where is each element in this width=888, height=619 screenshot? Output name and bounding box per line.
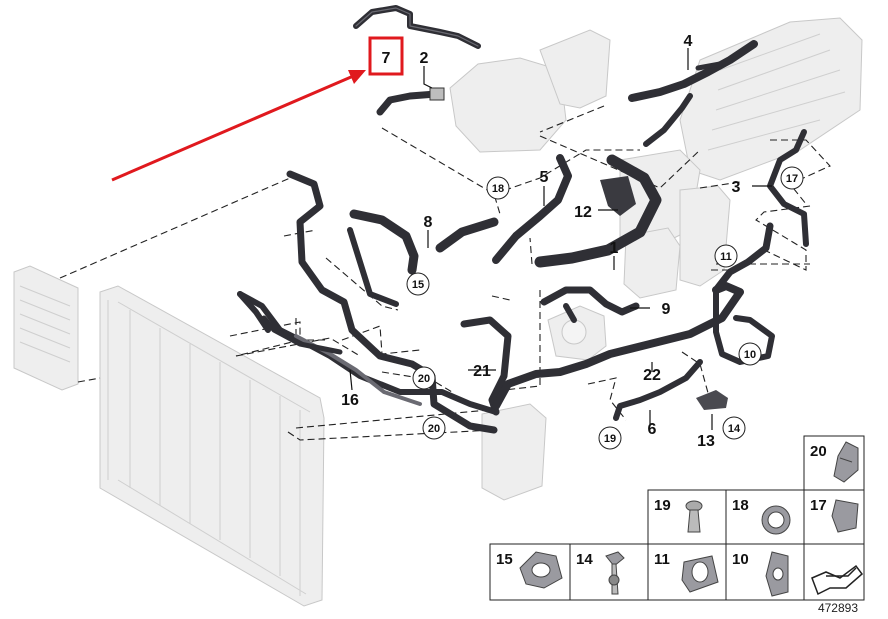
callout-2: 2 [420, 50, 429, 67]
callout-12: 12 [574, 204, 592, 221]
svg-text:10: 10 [744, 349, 756, 361]
hose-21 [460, 316, 512, 416]
callout-1: 1 [610, 240, 619, 257]
svg-text:11: 11 [720, 251, 732, 263]
circled-callout-14: 14 [722, 416, 746, 440]
grid-cell-11: 11 [647, 543, 727, 601]
svg-text:14: 14 [576, 551, 593, 568]
callout-13: 13 [697, 433, 715, 450]
hose-clamp-17-icon [831, 499, 859, 533]
callout-8: 8 [424, 214, 433, 231]
circled-callout-20b: 20 [422, 416, 446, 440]
svg-text:17: 17 [810, 497, 827, 514]
hose-clamp-15-icon [519, 551, 563, 589]
callout-5: 5 [540, 169, 549, 186]
grid-cell-19: 19 [647, 489, 727, 545]
circled-callout-17: 17 [780, 166, 804, 190]
callout-labels: 7 2 4 3 5 12 8 1 9 21 22 16 6 13 [341, 33, 740, 450]
grid-cell-18: 18 [725, 489, 805, 545]
circled-callouts: 18 17 11 15 10 20 20 14 19 [406, 166, 804, 450]
expansion-rivet-19-icon [685, 500, 703, 533]
hose-11-vertical [712, 222, 774, 294]
callout-6: 6 [648, 421, 657, 438]
hose-1 [534, 154, 662, 268]
svg-text:14: 14 [728, 423, 741, 435]
auxiliary-cooler [13, 265, 79, 391]
hose-7 [353, 5, 481, 49]
radiator [99, 285, 325, 607]
grid-cell-arrow [803, 543, 865, 601]
parts-grid: 20 19 18 17 15 14 [489, 435, 865, 601]
callout-21: 21 [473, 363, 491, 380]
diagram-reference-number: 472893 [818, 601, 858, 615]
connector-11-icon [681, 555, 719, 593]
callout-3: 3 [732, 179, 741, 196]
hose-4 [628, 40, 758, 147]
svg-text:19: 19 [654, 497, 671, 514]
svg-text:18: 18 [732, 497, 749, 514]
grid-cell-15: 15 [489, 543, 571, 601]
engine-intake-block [679, 17, 863, 181]
bracket-13 [696, 390, 728, 410]
hose-2 [376, 87, 445, 116]
grid-cell-20: 20 [803, 435, 865, 491]
grid-cell-17: 17 [803, 489, 865, 545]
svg-text:11: 11 [654, 551, 670, 568]
hose-clamp-18-icon [761, 505, 791, 535]
lower-coolant-tank [481, 403, 547, 501]
callout-22: 22 [643, 367, 661, 384]
svg-text:20: 20 [810, 443, 827, 460]
hose-bracket-10-icon [765, 551, 789, 597]
circled-callout-18: 18 [486, 176, 510, 200]
svg-text:20: 20 [428, 423, 440, 435]
circled-callout-19: 19 [598, 426, 622, 450]
callout-16: 16 [341, 392, 359, 409]
svg-text:15: 15 [412, 279, 424, 291]
grid-cell-10: 10 [725, 543, 805, 601]
circled-callout-20: 20 [412, 366, 436, 390]
svg-text:17: 17 [786, 173, 798, 185]
expansion-tank [449, 29, 611, 153]
hose-12-bracket [600, 176, 636, 216]
callout-7: 7 [382, 50, 391, 67]
callout-4: 4 [684, 33, 693, 50]
hose-long-left [237, 170, 499, 434]
hose-cooler-lines [261, 315, 343, 355]
grid-cell-14: 14 [569, 543, 649, 601]
callout-leaders [349, 48, 772, 430]
hose-8 [349, 209, 499, 275]
circled-callout-11: 11 [714, 244, 738, 268]
electric-pump [547, 305, 607, 361]
bolt-14-icon [605, 551, 625, 595]
svg-text:15: 15 [496, 551, 513, 568]
svg-text:20: 20 [418, 373, 430, 385]
hose-clamp-20-icon [833, 441, 859, 483]
hose-9 [540, 286, 640, 323]
svg-text:19: 19 [604, 433, 616, 445]
highlight-arrow [111, 70, 366, 182]
circled-callout-10: 10 [738, 342, 762, 366]
svg-text:18: 18 [492, 183, 504, 195]
svg-text:10: 10 [732, 551, 749, 568]
circled-callout-15: 15 [406, 272, 430, 296]
callout-9: 9 [662, 301, 671, 318]
direction-arrow-icon [811, 564, 864, 596]
hose-5 [492, 154, 572, 264]
hose-6 [613, 359, 703, 421]
highlight-box [368, 36, 404, 76]
